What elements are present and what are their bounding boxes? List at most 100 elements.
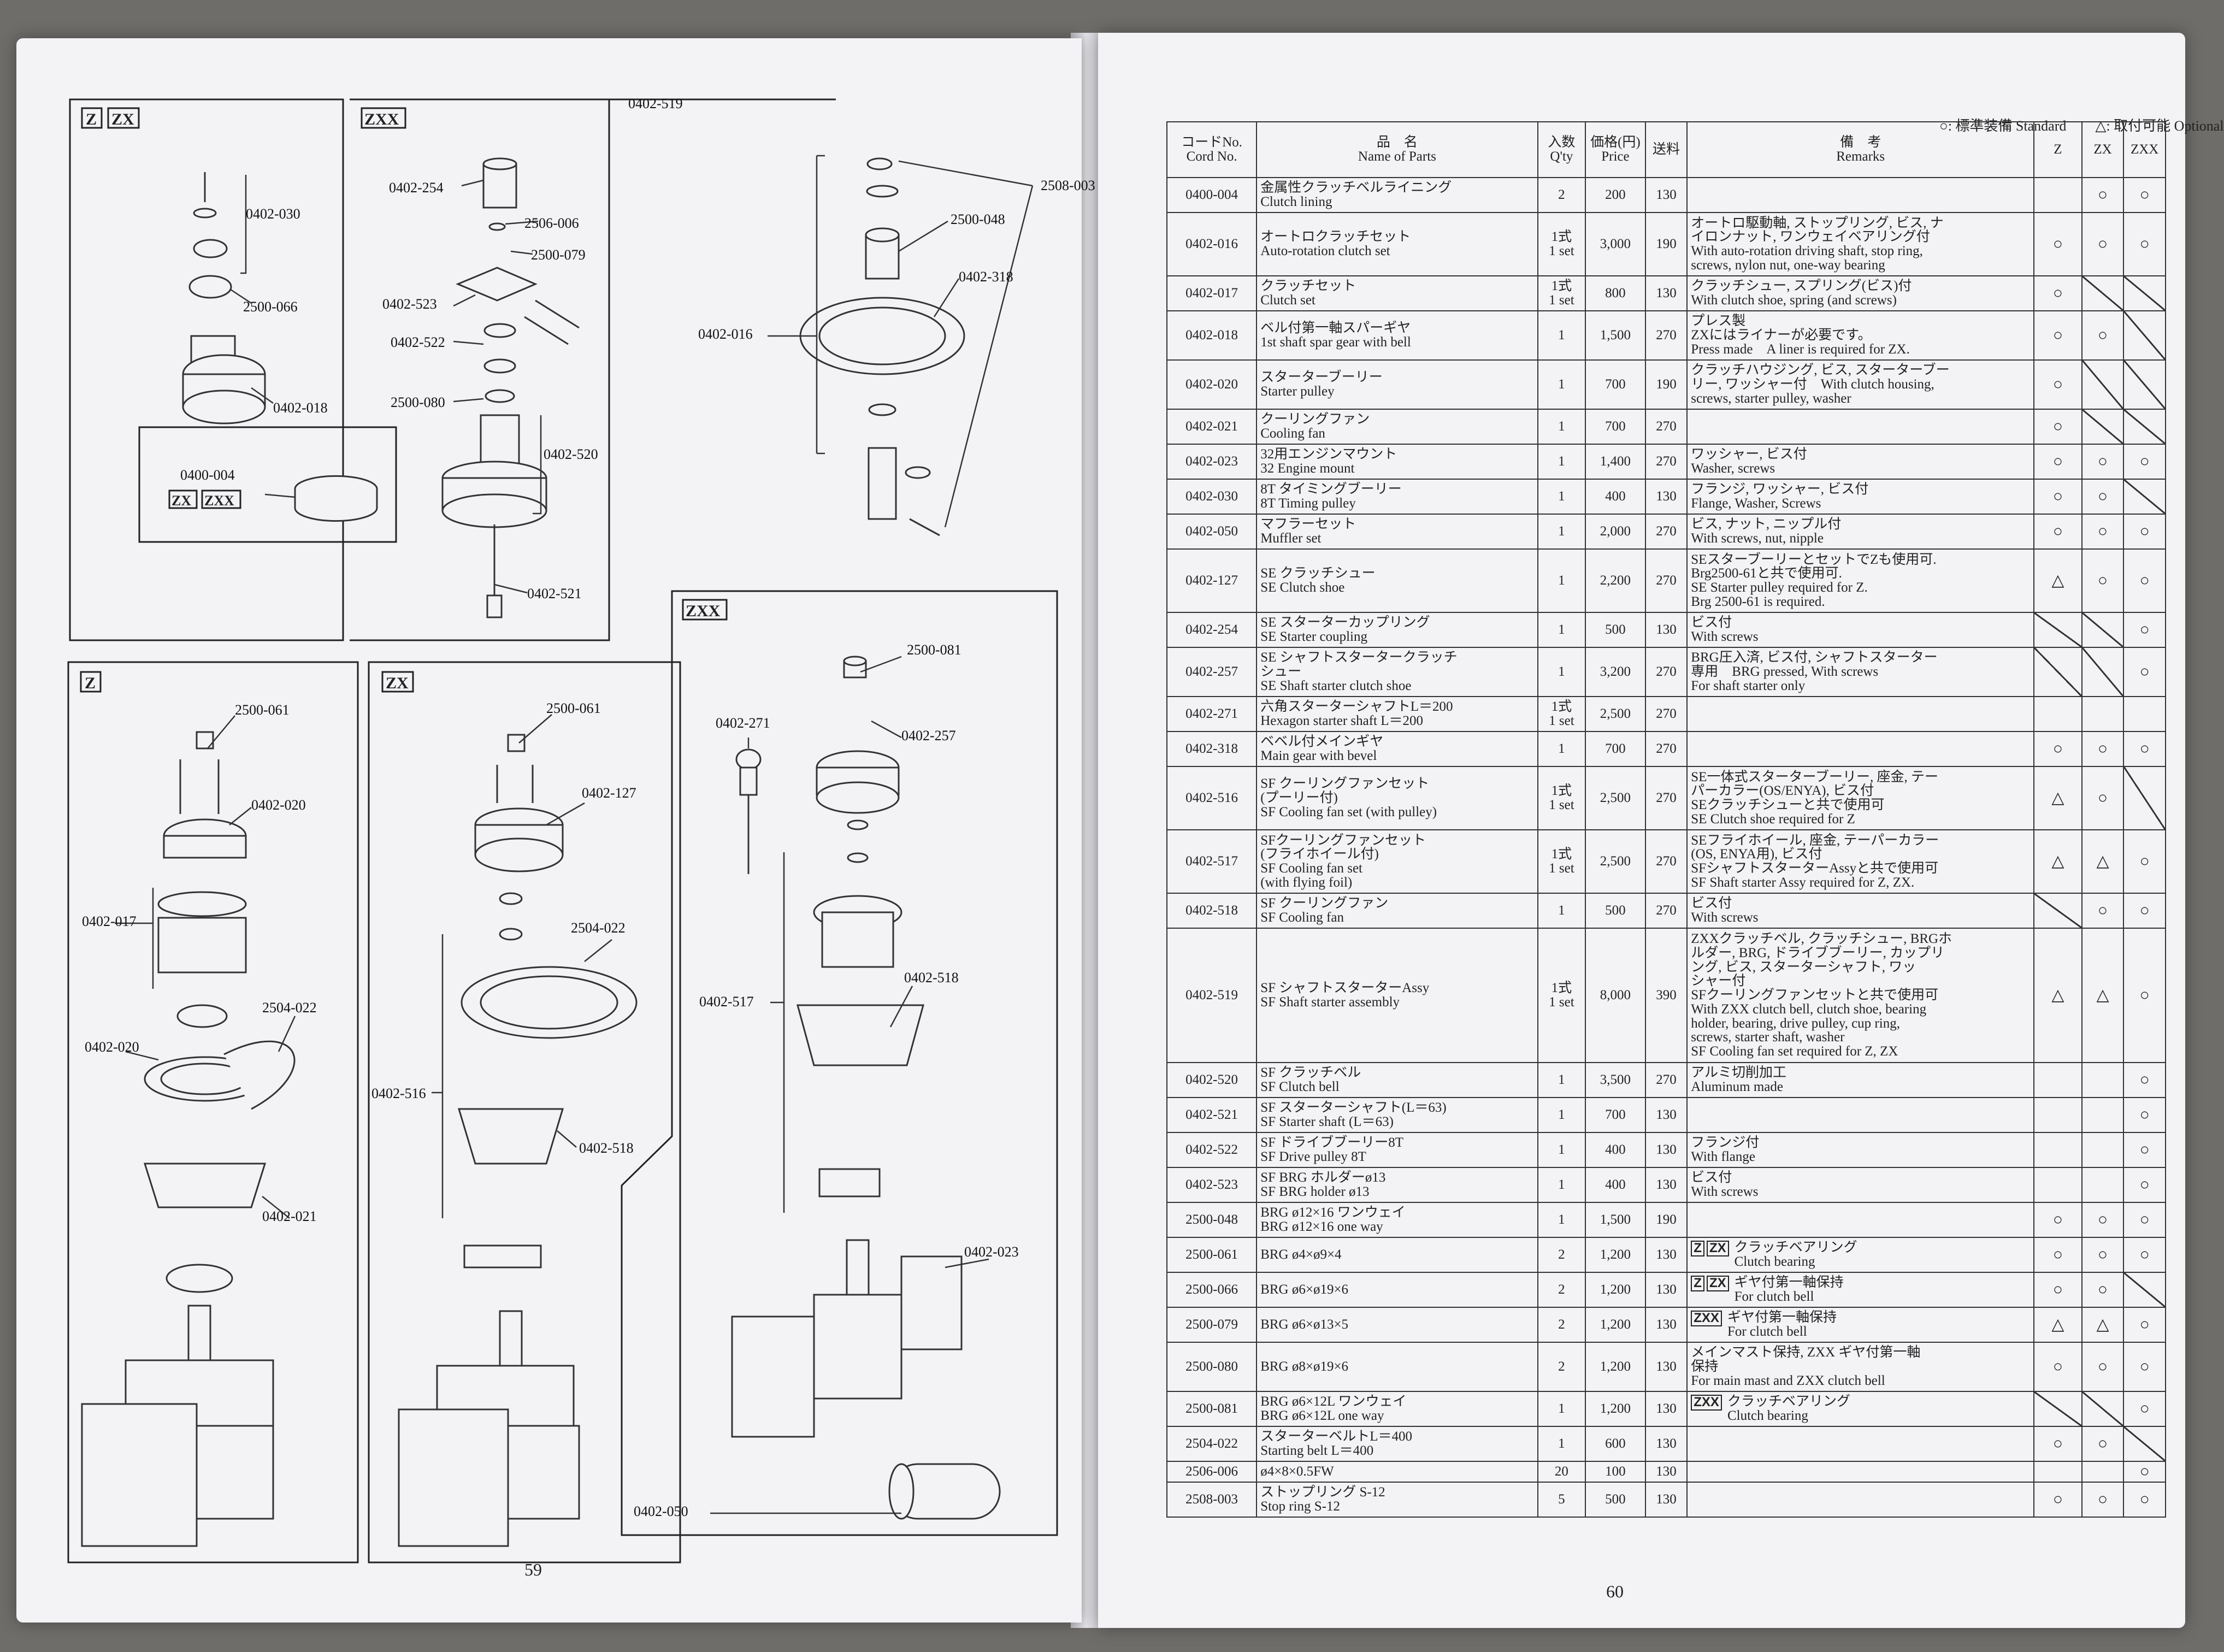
cell-zx-mark (2081, 1132, 2125, 1168)
page-number: 59 (524, 1560, 542, 1579)
cell-price: 1,200 (1585, 1272, 1646, 1308)
tag-z: Z (86, 110, 97, 128)
cell-z-mark: ○ (2033, 310, 2083, 361)
cell-shipping: 270 (1644, 829, 1688, 894)
cell-code: 0402-127 (1166, 548, 1258, 613)
part-label: 0402-127 (582, 785, 636, 801)
cell-zxx-mark: ○ (2123, 647, 2166, 697)
cell-zx-mark: ○ (2081, 1202, 2125, 1238)
cell-shipping: 130 (1644, 275, 1688, 311)
cell-zxx-mark (2123, 696, 2166, 732)
model-tag: ZX (1706, 1241, 1729, 1256)
part-label: 2508-003 (1041, 178, 1095, 193)
cell-qty: 1 (1537, 444, 1586, 480)
cell-price: 3,200 (1585, 647, 1646, 697)
part-label: 0402-050 (634, 1503, 688, 1519)
cell-zx-mark (2081, 612, 2125, 648)
cell-name: SF クーリングファンセット(プーリー付)SF Cooling fan set … (1256, 766, 1538, 830)
cell-z-mark: △ (2033, 766, 2083, 830)
cell-price: 700 (1585, 731, 1646, 767)
part-label: 0402-018 (273, 400, 328, 416)
exploded-parts-diagram: Z ZX ZXX Z ZX ZXX ZX ZXX (67, 96, 1095, 1564)
panel-frame-z (67, 661, 359, 1564)
part-label: 0402-517 (699, 994, 754, 1010)
cell-qty: 1 (1537, 310, 1586, 361)
page-number: 60 (1606, 1582, 1624, 1601)
cell-z-mark: ○ (2033, 1426, 2083, 1462)
cell-remarks (1686, 409, 2035, 445)
tag-zx: ZX (172, 493, 191, 509)
cell-z-mark: ○ (2033, 359, 2083, 410)
cell-remarks: SE一体式スターターブーリー, 座金, テーパーカラー(OS/ENYA), ビス… (1686, 766, 2035, 830)
cell-z-mark: ○ (2033, 1202, 2083, 1238)
cell-remarks (1686, 1482, 2035, 1518)
cell-qty: 2 (1537, 1307, 1586, 1343)
part-label: 2500-048 (951, 211, 1005, 227)
cell-qty: 1 (1537, 479, 1586, 515)
cell-remarks: ZXXクラッチベル, クラッチシュー, BRGホルダー, BRG, ドライブブー… (1686, 928, 2035, 1063)
cell-zx-mark: ○ (2081, 731, 2125, 767)
cell-z-mark (2033, 1167, 2083, 1203)
cell-z-mark (2033, 1132, 2083, 1168)
cell-zxx-mark (2123, 359, 2166, 410)
cell-zx-mark (2081, 1097, 2125, 1133)
cell-zx-mark (2081, 1391, 2125, 1427)
cell-z-mark (2033, 177, 2083, 213)
header-zxx: ZXX (2123, 121, 2166, 178)
cell-zx-mark: ○ (2081, 212, 2125, 276)
cell-price: 1,200 (1585, 1391, 1646, 1427)
cell-shipping: 270 (1644, 310, 1688, 361)
cell-qty: 1 (1537, 1202, 1586, 1238)
cell-zx-mark (2081, 359, 2125, 410)
cell-zxx-mark: ○ (2123, 928, 2166, 1063)
cell-qty: 1 (1537, 1062, 1586, 1098)
panel-frame-zx (368, 661, 681, 1564)
cell-remarks (1686, 1202, 2035, 1238)
cell-zx-mark: ○ (2081, 1482, 2125, 1518)
cell-z-mark: ○ (2033, 731, 2083, 767)
cell-qty: 5 (1537, 1482, 1586, 1518)
panel-frame-zxx-top (350, 98, 610, 641)
cell-zx-mark (2081, 1167, 2125, 1203)
model-tag: Z (1691, 1241, 1704, 1256)
part-label: 0402-271 (716, 715, 770, 731)
part-label: 2500-080 (391, 394, 445, 410)
cell-shipping: 130 (1644, 1097, 1688, 1133)
part-label: 0402-521 (527, 586, 582, 601)
cell-remarks (1686, 1461, 2035, 1483)
cell-qty: 1 (1537, 647, 1586, 697)
cell-shipping: 130 (1644, 1342, 1688, 1392)
cell-shipping: 130 (1644, 1307, 1688, 1343)
cell-shipping: 130 (1644, 479, 1688, 515)
cell-shipping: 270 (1644, 696, 1688, 732)
cell-qty: 1 (1537, 731, 1586, 767)
part-label: 0402-257 (901, 728, 956, 744)
cell-code: 0402-523 (1166, 1167, 1258, 1203)
cell-qty: 1 (1537, 1426, 1586, 1462)
part-label: 0402-016 (698, 326, 753, 342)
panel-frame-zxx-bottom (621, 590, 1058, 1536)
